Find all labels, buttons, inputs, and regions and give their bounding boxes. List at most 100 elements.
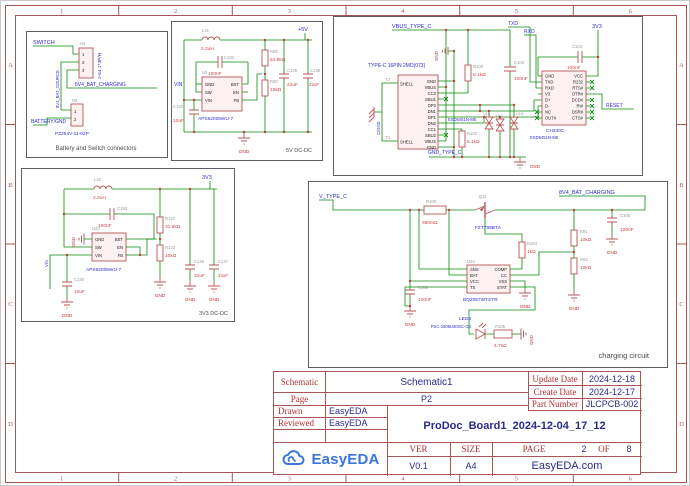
border-letter: A [679, 62, 684, 69]
pin-name: CC2 [428, 91, 437, 96]
refdes-u16: U16 [483, 112, 490, 116]
pin-name: VCC [574, 74, 583, 79]
part-number-value: JLCPCB-002 [585, 399, 639, 409]
document-title: ProDoc_Board1_2024-12-04_17_12 [423, 420, 606, 432]
create-date-label: Create Date [533, 386, 577, 397]
value-c150: 100nF [98, 223, 112, 229]
pin-number: 2 [82, 60, 85, 65]
page-word: PAGE [522, 444, 546, 454]
value-c148: 22uF [194, 273, 205, 279]
net-label-rxd: RXD [524, 29, 535, 35]
value-r105: 4.7kΩ [494, 343, 507, 349]
refdes-q11: Q11 [479, 194, 487, 199]
pin-name: GND [205, 82, 214, 87]
pin-name: BST [231, 82, 240, 87]
refdes-u22: U22 [467, 259, 475, 264]
border-number: 2 [174, 8, 177, 15]
refdes-c102: C102 [224, 55, 235, 60]
update-date-value: 2024-12-18 [588, 373, 636, 384]
pin-name: COMP [494, 267, 507, 272]
pin-name: DP1 [428, 115, 437, 120]
border-number: 5 [515, 476, 518, 483]
create-date-value: 2024-12-17 [588, 386, 636, 397]
value-r123: 10kΩ [165, 253, 177, 259]
title-block: Schematic Schematic1 Page P2 Drawn EasyE… [273, 371, 642, 476]
box-caption: Battery and Switch connectors [55, 146, 136, 152]
resistor-r105: R105 4.7kΩ [493, 324, 513, 349]
net-label-battery-gnd: BATTERY/GND [31, 119, 66, 125]
refdes-u18: U18 [516, 112, 523, 116]
typec-connector: TYPE-C 16PIN 2MD(073) T3 T4 SHELL SHELL … [368, 63, 444, 150]
value-l41: 2.2uH [201, 46, 214, 52]
box-caption: 3V3 DC-DC [199, 311, 228, 317]
gnd-symbol-vss: GND [516, 280, 531, 310]
of-word: OF [598, 444, 610, 454]
resistor-r102: R102 5.1kΩ [444, 128, 480, 157]
border-number: 1 [60, 8, 63, 15]
part-u9: APS62005WU-7 [198, 116, 234, 122]
pin-name: GND [95, 237, 104, 242]
gnd-label: GND [607, 250, 618, 256]
refdes-c147: C147 [218, 259, 229, 264]
net-label-gnd-typec: GND_TYPE_C [428, 150, 462, 156]
refdes-h5: H5 [72, 98, 78, 103]
value-c147: 22uF [218, 273, 228, 278]
refdes-r105: R105 [495, 324, 506, 329]
logo-text: EasyEDA [311, 450, 380, 468]
refdes-r91: R91 [580, 229, 588, 234]
drawn-value: EasyEDA [329, 406, 368, 416]
part-esd: ESD5451N-M5 [448, 117, 477, 122]
capacitor-c139: C139 22uF [279, 40, 298, 132]
size-value: A4 [465, 461, 477, 471]
capacitor-c149: C149 10uF GND [61, 255, 85, 319]
pin-name: VCC [470, 279, 479, 284]
gnd-symbol: GND [238, 132, 250, 155]
schematic-value: Schematic1 [400, 376, 453, 388]
pin-name: DN1 [428, 109, 437, 114]
refdes-l41: L41 [202, 28, 210, 33]
pin-name: FB [118, 253, 124, 258]
net-label-bat-source: 8V4_BAT_SOURCE [55, 70, 60, 108]
gnd-label: GND [185, 297, 196, 303]
net-label-vin: VIN [174, 82, 183, 88]
value-r103: 5.1kΩ [473, 72, 486, 78]
pin-name: RTS# [572, 86, 583, 91]
refdes-c103: C103 [572, 44, 583, 49]
pin-name: GND [427, 145, 436, 150]
pin-number: 2 [74, 117, 77, 122]
pin-name: CC1 [428, 127, 437, 132]
resistor-r122: R122 31.6kΩ [156, 189, 181, 245]
border-letter: D [8, 421, 13, 428]
value-c102: 100nF [208, 71, 222, 77]
inductor-l41: L41 2.2uH [201, 28, 221, 52]
part-u23: APS62005WU-7 [86, 267, 122, 273]
border-letter: A [8, 62, 13, 69]
refdes-u23: U23 [92, 226, 100, 231]
refdes-c149: C149 [74, 277, 85, 282]
gnd-symbol-led: GND [520, 328, 534, 345]
pin-name: VIN [95, 253, 102, 258]
pin-name: VBUS [425, 139, 437, 144]
pin-name: SBU2 [425, 133, 437, 138]
pin-name: DCD# [572, 98, 584, 103]
usb-typec-ch340-box: TYPE-C 16PIN 2MD(073) T3 T4 SHELL SHELL … [333, 16, 643, 176]
capacitor-c140: C140 10uF [173, 100, 199, 132]
chip-u22: U22 SNS BAT VCC TS COMP CC VSS STAT BQ20… [461, 259, 516, 303]
part-esd2: ESD5451N-M5 [530, 135, 559, 140]
border-number: 4 [401, 476, 405, 483]
capacitor-c147: C147 22uF GND [208, 189, 229, 303]
value-c105: 100nF [620, 227, 634, 233]
border-letter: B [8, 182, 13, 189]
border-number: 6 [629, 8, 633, 15]
refdes-r102: R102 [467, 131, 478, 136]
refdes-c138: C138 [310, 68, 320, 73]
part-h4: 2-54 1*3P/H [97, 52, 103, 79]
border-letter: C [679, 301, 683, 308]
pin-ref: T4 [385, 135, 391, 140]
refdes-r90: R90 [270, 79, 278, 84]
easyeda-logo: EasyEDA [274, 442, 387, 476]
value-c140: 10uF [173, 118, 184, 124]
part-q11: FZT788BTA [475, 225, 502, 231]
pin-name: STAT [497, 285, 508, 290]
pin-name: VIN [205, 98, 212, 103]
